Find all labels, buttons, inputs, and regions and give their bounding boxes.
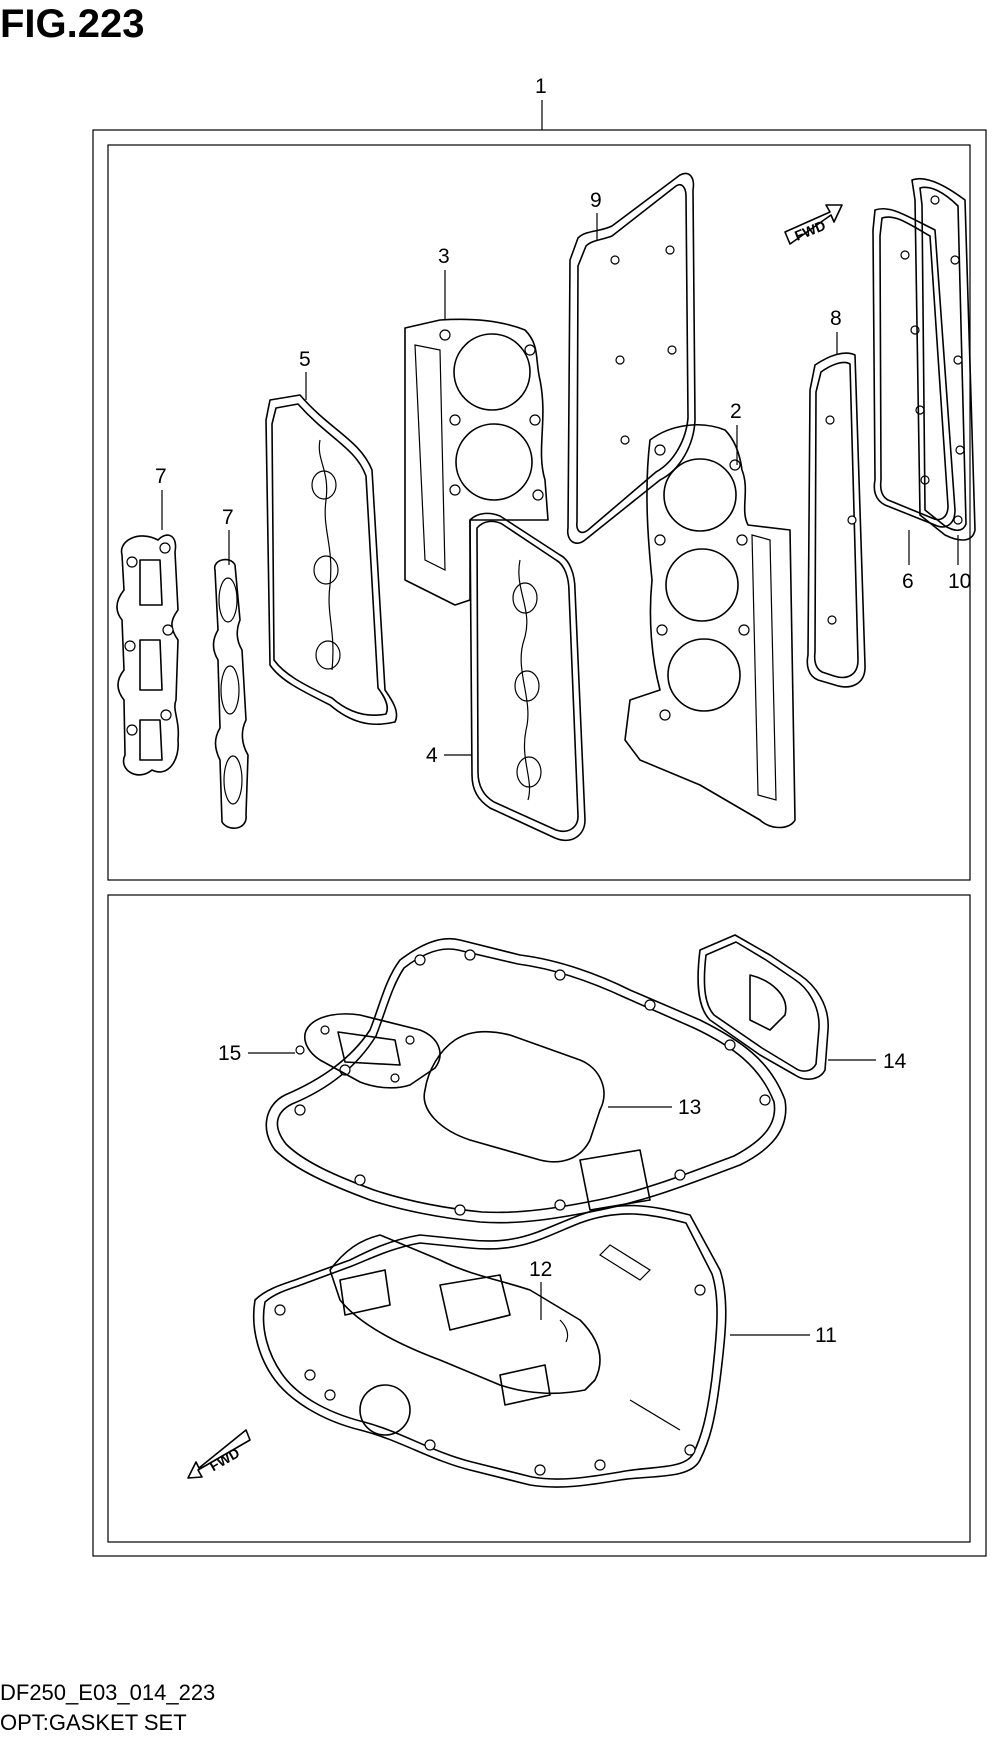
part-14-gasket[interactable] (697, 934, 829, 1080)
svg-text:1: 1 (535, 75, 547, 98)
part-11-large-gasket[interactable] (252, 1204, 727, 1488)
svg-text:12: 12 (529, 1258, 552, 1281)
part-3-cylinder-head-gasket[interactable] (404, 318, 549, 606)
part-7-exhaust-gasket-a[interactable] (116, 534, 180, 776)
svg-text:7: 7 (155, 465, 167, 488)
callout-15[interactable]: 15 (218, 1042, 295, 1065)
svg-text:6: 6 (902, 570, 914, 593)
callout-7a[interactable]: 7 (155, 465, 167, 530)
svg-text:2: 2 (730, 400, 742, 423)
callout-6[interactable]: 6 (902, 530, 914, 593)
lower-panel (107, 894, 971, 1543)
figure-code: DF250_E03_014_223 (0, 1680, 216, 1705)
part-5-cylinder-head-cover-gasket[interactable] (265, 394, 398, 726)
part-12-plate-gasket[interactable] (329, 1234, 601, 1406)
callout-14[interactable]: 14 (828, 1050, 907, 1073)
callout-11[interactable]: 11 (730, 1324, 837, 1347)
part-13-gasket[interactable] (265, 937, 787, 1224)
svg-text:4: 4 (426, 744, 438, 767)
callout-7b[interactable]: 7 (222, 506, 234, 565)
part-15-gasket[interactable] (295, 1013, 441, 1089)
part-2-cylinder-head-gasket[interactable] (624, 424, 796, 829)
part-8-cover-gasket[interactable] (806, 352, 866, 688)
svg-text:14: 14 (883, 1050, 907, 1073)
upper-panel (107, 144, 971, 881)
callout-8[interactable]: 8 (830, 307, 842, 355)
callout-12[interactable]: 12 (529, 1258, 552, 1320)
callout-1[interactable]: 1 (535, 75, 547, 130)
callout-13[interactable]: 13 (608, 1096, 701, 1119)
svg-text:9: 9 (590, 189, 602, 212)
part-4-cylinder-head-cover-gasket[interactable] (469, 512, 586, 842)
callout-2[interactable]: 2 (730, 400, 742, 465)
callout-10[interactable]: 10 (948, 535, 971, 593)
figure-title: FIG.223 (0, 2, 145, 46)
svg-text:15: 15 (218, 1042, 241, 1065)
svg-text:3: 3 (438, 245, 450, 268)
svg-text:10: 10 (948, 570, 971, 593)
forward-arrow-icon: FWD (784, 204, 843, 245)
forward-arrow-icon-bottom: FWD (187, 1429, 251, 1479)
part-9-cover-gasket[interactable] (566, 172, 696, 544)
callout-9[interactable]: 9 (590, 189, 602, 240)
svg-text:13: 13 (678, 1096, 701, 1119)
svg-text:7: 7 (222, 506, 234, 529)
callout-4[interactable]: 4 (426, 744, 472, 767)
callout-3[interactable]: 3 (438, 245, 450, 320)
callout-5[interactable]: 5 (299, 348, 311, 400)
figure-name: OPT:GASKET SET (0, 1710, 187, 1735)
svg-text:8: 8 (830, 307, 842, 330)
part-10-manifold-gasket[interactable] (911, 178, 976, 541)
part-6-manifold-gasket[interactable] (872, 207, 956, 528)
outer-frame (92, 129, 987, 1557)
svg-text:FWD: FWD (792, 217, 828, 244)
svg-text:11: 11 (815, 1324, 837, 1347)
svg-text:5: 5 (299, 348, 311, 371)
part-7-exhaust-gasket-b[interactable] (212, 558, 249, 829)
